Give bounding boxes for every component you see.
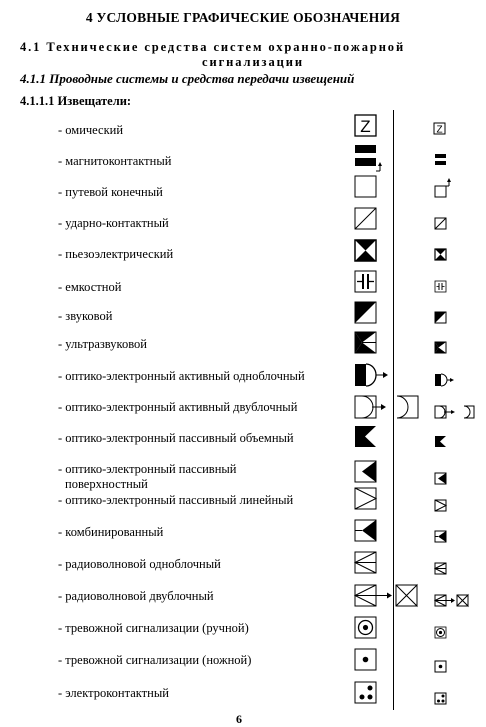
electrocontact-small-icon <box>434 692 447 705</box>
detector-label-optical-active-single: - оптико-электронный активный одноблочны… <box>58 369 305 383</box>
radiowave-double-icon <box>353 583 418 608</box>
detector-label-foot-alarm: - тревожной сигнализации (ножной) <box>58 653 252 667</box>
combined-small-icon <box>434 530 447 543</box>
radiowave-single-icon <box>353 551 377 574</box>
optical-passive-linear-small-icon <box>434 499 448 512</box>
detector-label-optical-passive-surface: - оптико-электронный пассивный <box>58 462 237 476</box>
radiowave-double-small-icon <box>433 593 469 608</box>
detector-label-manual-alarm: - тревожной сигнализации (ручной) <box>58 621 249 635</box>
limit-switch-icon <box>354 175 377 198</box>
detector-label-radiowave-double: - радиоволновой двублочный <box>58 589 214 603</box>
optical-active-single-icon <box>355 363 388 387</box>
foot-alarm-small-icon <box>434 660 447 673</box>
electrocontact-icon <box>354 681 377 704</box>
detectors-heading: 4.1.1.1 Извещатели: <box>20 94 132 108</box>
optical-passive-surface-icon <box>354 460 377 483</box>
optical-active-double-icon <box>354 395 419 419</box>
page-number: 6 <box>236 712 242 726</box>
radiowave-single-small-icon <box>433 562 447 575</box>
optical-passive-surface-small-icon <box>434 472 447 485</box>
capacitive-icon <box>354 270 377 293</box>
optical-active-double-small-icon <box>434 405 475 419</box>
acoustic-small-icon <box>434 311 447 324</box>
manual-alarm-small-icon <box>434 626 447 639</box>
capacitive-small-icon <box>434 280 447 293</box>
limit-switch-small-icon <box>434 178 451 198</box>
piezoelectric-small-icon <box>434 248 447 261</box>
manual-alarm-icon <box>354 616 377 639</box>
detector-label-optical-passive-surface-cont: поверхностный <box>65 477 148 491</box>
magnetic-contact-icon <box>355 145 382 172</box>
ohmic-small-symbol-letter: Z <box>436 125 442 136</box>
subsection-heading: 4.1.1 Проводные системы и средства перед… <box>20 71 355 86</box>
detector-label-magnetic: - магнитоконтактный <box>58 154 172 168</box>
acoustic-icon <box>354 301 377 324</box>
detector-label-electrocontact: - электроконтактный <box>58 686 169 700</box>
subsection-title-line1: 4.1 Технические средства систем охранно-… <box>20 40 406 54</box>
ohmic-symbol-letter: Z <box>360 117 370 136</box>
shock-contact-icon <box>354 207 377 230</box>
detector-label-limit: - путевой конечный <box>58 185 163 199</box>
piezoelectric-icon <box>354 239 377 262</box>
detector-label-piezo: - пьезоэлектрический <box>58 247 174 261</box>
optical-passive-linear-icon <box>354 487 378 510</box>
shock-contact-small-icon <box>434 217 447 230</box>
optical-passive-volume-icon <box>355 426 376 447</box>
detector-label-capacitive: - емкостной <box>58 280 122 294</box>
ohmic-small-icon: Z <box>433 122 446 136</box>
detector-label-acoustic: - звуковой <box>58 309 113 323</box>
detector-label-ultrasonic: - ультразвуковой <box>58 337 147 351</box>
optical-passive-volume-small-icon <box>435 436 446 447</box>
detector-label-radiowave-single: - радиоволновой одноблочный <box>58 557 221 571</box>
detector-label-optical-active-double: - оптико-электронный активный двублочный <box>58 400 298 414</box>
ultrasonic-small-icon <box>434 341 447 354</box>
detector-label-combined: - комбинированный <box>58 525 164 539</box>
subsection-title-line2: сигнализации <box>202 55 304 69</box>
detector-label-ohmic: - омический <box>58 123 124 137</box>
ultrasonic-icon <box>354 331 377 354</box>
detector-label-optical-passive-volume: - оптико-электронный пассивный объемный <box>58 431 294 445</box>
ohmic-icon: Z <box>354 114 377 137</box>
combined-icon <box>354 519 377 542</box>
detector-label-optical-passive-linear: - оптико-электронный пассивный линейный <box>58 493 294 507</box>
magnetic-contact-small-icon <box>435 154 446 165</box>
column-divider <box>393 110 394 710</box>
optical-active-single-small-icon <box>435 373 454 387</box>
detector-label-shock: - ударно-контактный <box>58 216 169 230</box>
foot-alarm-icon <box>354 648 377 671</box>
section-title: 4 УСЛОВНЫЕ ГРАФИЧЕСКИЕ ОБОЗНАЧЕНИЯ <box>85 10 401 25</box>
